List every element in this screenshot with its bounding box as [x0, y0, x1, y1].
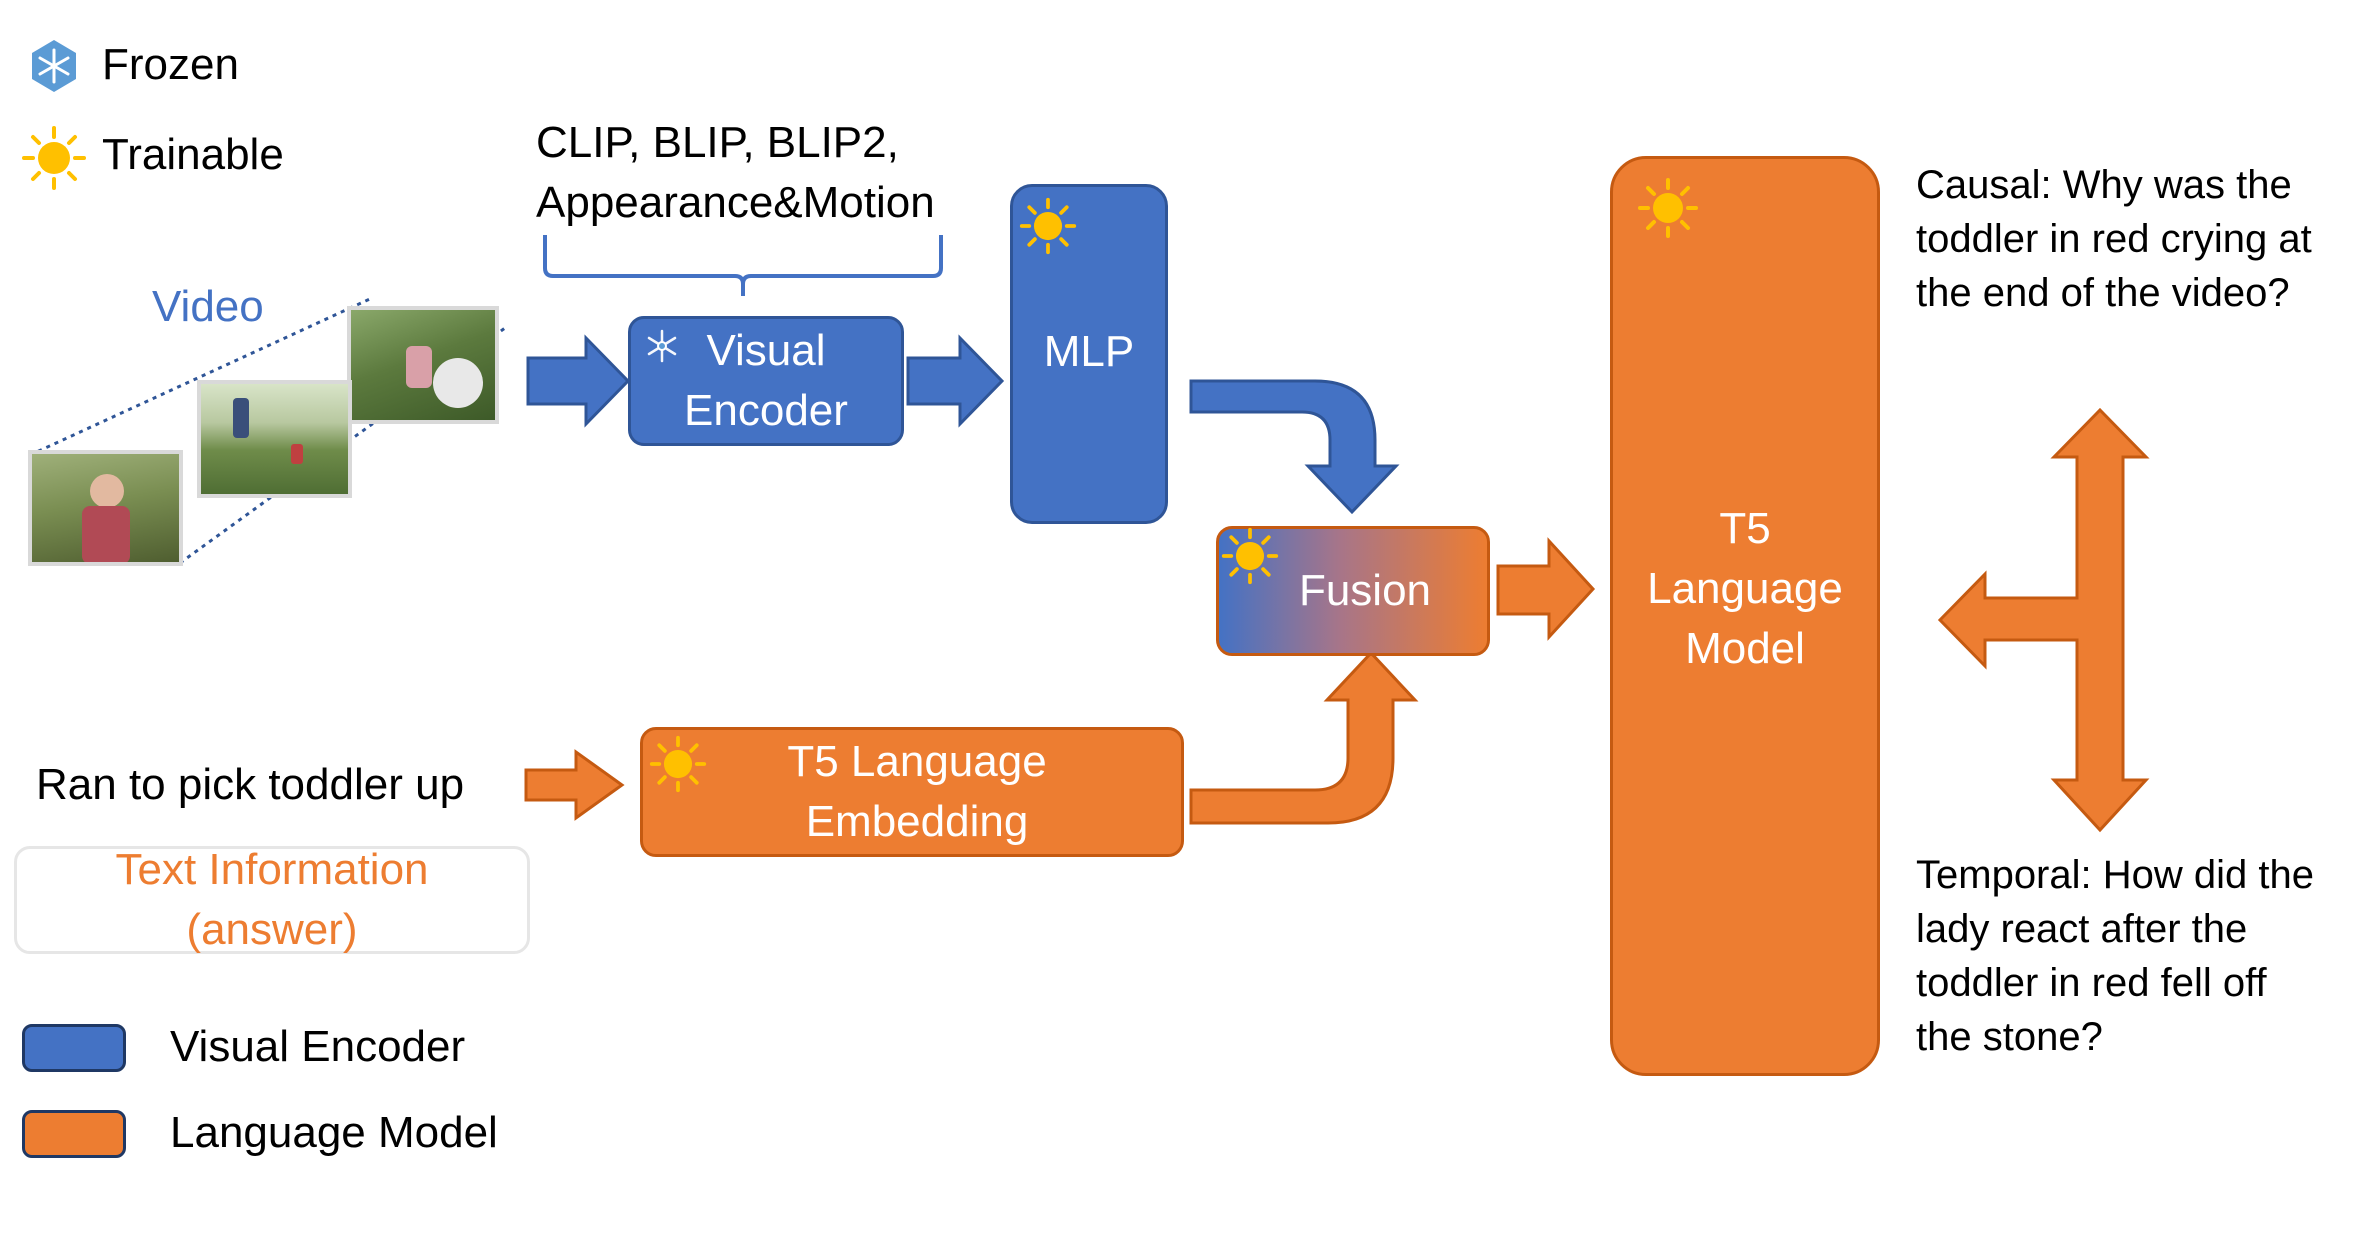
mlp-box: MLP: [1010, 184, 1168, 524]
arrow-encoder-to-mlp: [906, 334, 1005, 428]
legend-trainable-label: Trainable: [102, 130, 284, 179]
t5-lm-line3: Model: [1685, 624, 1805, 673]
video-label: Video: [152, 282, 264, 331]
sun-icon: [22, 126, 86, 190]
mlp-label: MLP: [1043, 327, 1135, 376]
t5-embedding-line2: Embedding: [805, 797, 1029, 846]
sun-icon: [1018, 196, 1078, 256]
legend-visual-encoder-swatch: [22, 1024, 126, 1072]
legend-language-model-label: Language Model: [170, 1108, 498, 1157]
arrow-lm-outputs: [1937, 407, 2150, 833]
snowflake-icon: [644, 328, 680, 364]
visual-encoder-line1: Visual: [706, 326, 826, 375]
t5-language-model-box: T5 Language Model: [1610, 156, 1880, 1076]
text-info-line2: (answer): [186, 905, 358, 954]
video-frame-1: [28, 450, 183, 566]
causal-question: Causal: Why was the toddler in red cryin…: [1916, 163, 2312, 315]
sun-icon: [648, 734, 708, 794]
text-info-line1: Text Information: [115, 845, 429, 894]
arrow-video-to-encoder: [526, 334, 631, 428]
backbones-label-line2: Appearance&Motion: [536, 178, 935, 227]
backbone-brace: [543, 235, 943, 296]
text-input-label: Ran to pick toddler up: [36, 760, 465, 809]
temporal-question: Temporal: How did the lady react after t…: [1916, 853, 2314, 1059]
visual-encoder-line2: Encoder: [684, 386, 848, 435]
backbones-label-line1: CLIP, BLIP, BLIP2,: [536, 118, 899, 167]
t5-lm-line2: Language: [1647, 564, 1843, 613]
t5-embedding-line1: T5 Language: [787, 737, 1047, 786]
sun-icon: [1636, 176, 1700, 240]
arrow-text-to-embedding: [524, 749, 625, 821]
t5-lm-line1: T5: [1719, 504, 1771, 553]
fusion-box: Fusion: [1216, 526, 1490, 656]
snowflake-icon: [26, 38, 82, 94]
legend-language-model-swatch: [22, 1110, 126, 1158]
legend-visual-encoder-label: Visual Encoder: [170, 1022, 466, 1071]
arrow-mlp-to-fusion: [1189, 379, 1400, 515]
arrow-embedding-to-fusion: [1189, 650, 1419, 825]
text-information-box: Text Information (answer): [14, 845, 530, 954]
visual-encoder-box: Visual Encoder: [628, 316, 904, 446]
legend-frozen-label: Frozen: [102, 40, 239, 89]
sun-icon: [1220, 526, 1280, 586]
arrow-fusion-to-lm: [1496, 537, 1596, 641]
t5-embedding-box: T5 Language Embedding: [640, 727, 1184, 857]
fusion-label: Fusion: [1298, 566, 1432, 615]
video-frame-3: [347, 306, 499, 424]
video-frame-2: [197, 380, 352, 498]
